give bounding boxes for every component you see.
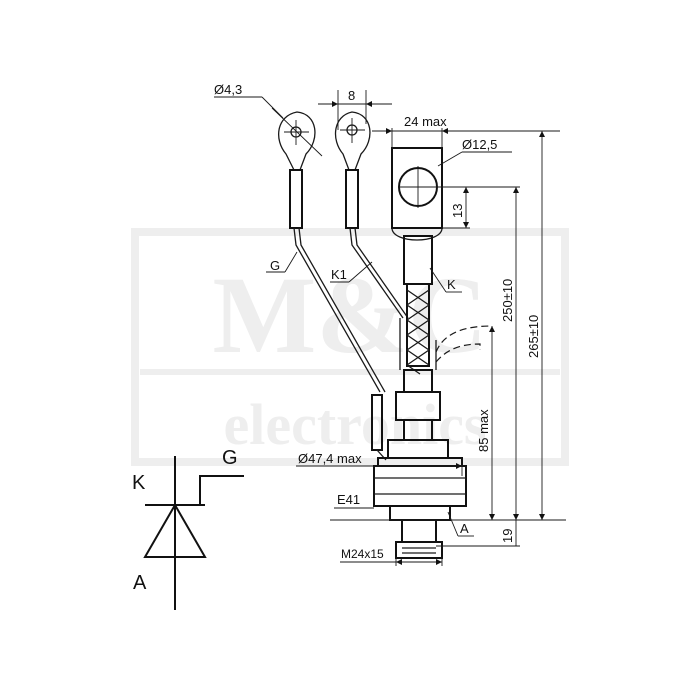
aux-cathode-label: K1 — [331, 267, 347, 282]
braided-cable — [399, 283, 493, 375]
gate-label: G — [270, 258, 280, 273]
watermark-text: electronics — [223, 392, 486, 457]
threaded-stud — [395, 519, 443, 559]
gate-lug — [271, 107, 323, 229]
symbol-gate-label: G — [222, 447, 238, 469]
length-2-label: 265±10 — [526, 315, 541, 358]
flange-dia-label: Ø47,4 max — [298, 451, 362, 466]
thread-label: M24x15 — [341, 547, 384, 561]
cathode-label: K — [447, 277, 456, 292]
big-hole-dia-leader — [437, 151, 463, 167]
watermark: M&C electronics — [131, 228, 569, 466]
gate-lead — [293, 227, 387, 461]
symbol-anode-label: A — [133, 572, 147, 594]
lug-height-label: 13 — [450, 204, 465, 218]
thyristor-symbol — [143, 456, 244, 610]
aux-cathode-lead — [349, 227, 409, 319]
anode-label: A — [460, 521, 469, 536]
length-1-label: 250±10 — [500, 279, 515, 322]
stud-length-label: 19 — [500, 529, 515, 543]
body-height-label: 85 max — [476, 409, 491, 452]
big-hole-dia-label: Ø12,5 — [462, 137, 497, 152]
symbol-cathode-label: K — [132, 472, 146, 494]
case-label: E41 — [337, 492, 360, 507]
watermark-logo: M&C — [213, 254, 488, 376]
hole-dia-label: Ø4,3 — [214, 82, 242, 97]
width-label: 24 max — [404, 114, 447, 129]
lug-spacing-label: 8 — [348, 88, 355, 103]
aux-cathode-lug — [334, 111, 371, 229]
